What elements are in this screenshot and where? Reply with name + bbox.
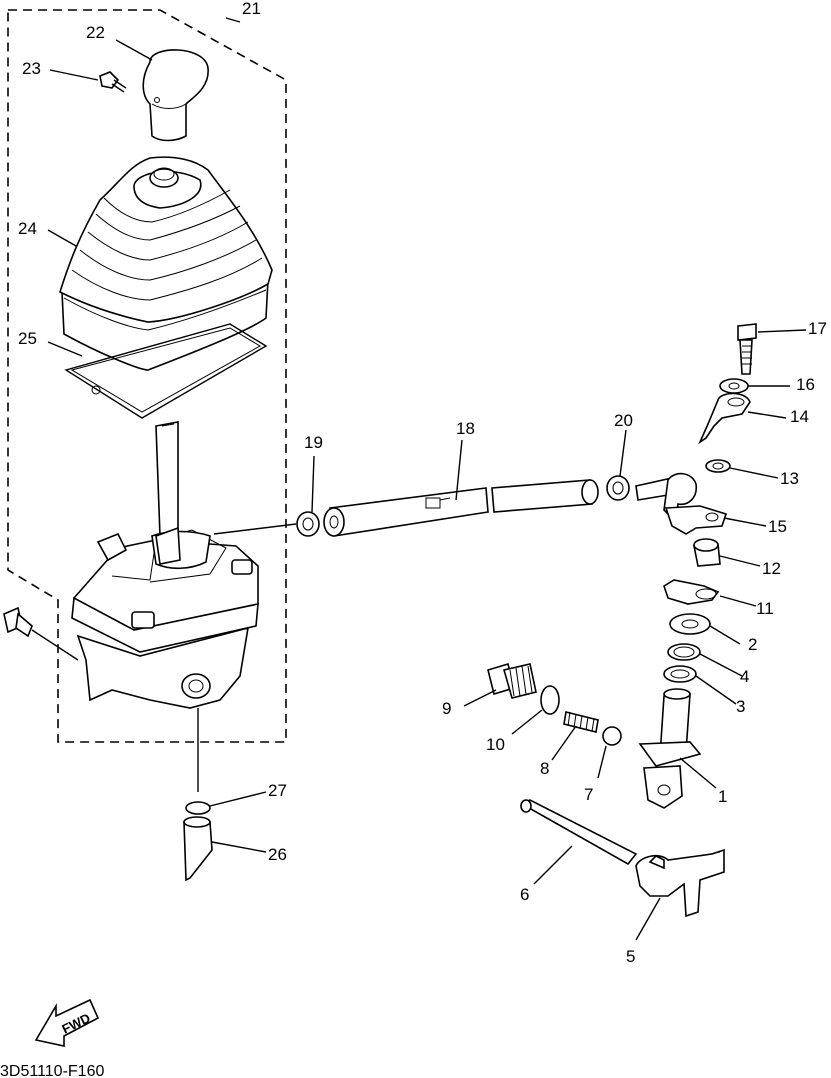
washer-part [185, 801, 211, 815]
part-label-15: 15 [768, 517, 787, 536]
shift-knob-part [142, 49, 209, 142]
collar-part-2 [606, 475, 630, 501]
part-label-25: 25 [18, 329, 37, 348]
spacer-part [669, 613, 711, 635]
bolt-part [3, 606, 79, 661]
part-label-17: 17 [808, 319, 827, 338]
shift-fork-part [635, 848, 725, 918]
collar-part [296, 511, 320, 537]
ball-part [602, 726, 622, 746]
part-label-20: 20 [614, 411, 633, 430]
part-label-19: 19 [304, 433, 323, 452]
shift-rod-part [323, 479, 599, 537]
washer-part-16 [719, 378, 749, 394]
part-label-16: 16 [796, 375, 815, 394]
part-label-18: 18 [456, 419, 475, 438]
bushing-part [693, 538, 721, 567]
part-label-22: 22 [86, 23, 105, 42]
shift-boot-part [59, 156, 273, 371]
part-label-8: 8 [540, 759, 549, 778]
gasket-part-10 [540, 685, 560, 715]
bracket-part [698, 392, 751, 445]
part-label-23: 23 [22, 59, 41, 78]
part-label-4: 4 [740, 667, 749, 686]
fwd-arrow-icon: FWD [34, 998, 100, 1047]
washer-part-3 [663, 665, 697, 683]
washer-part-13 [705, 459, 731, 473]
spring-part [563, 711, 599, 733]
assembly-boundary [7, 9, 287, 743]
part-label-9: 9 [442, 699, 451, 718]
guide-bar-part [520, 799, 638, 866]
circlip-part [667, 643, 701, 661]
part-label-6: 6 [520, 885, 529, 904]
bolt-part-17 [737, 323, 757, 375]
shift-shaft-part [638, 688, 702, 809]
part-label-26: 26 [268, 845, 287, 864]
shift-housing-part [71, 523, 297, 709]
part-label-7: 7 [584, 785, 593, 804]
leader-lines [47, 17, 807, 941]
drawing-code: 3D51110-F160 [0, 1063, 104, 1078]
pipe-part [183, 816, 213, 882]
part-label-3: 3 [736, 697, 745, 716]
part-label-12: 12 [762, 559, 781, 578]
lever-plate-part [664, 505, 728, 535]
plug-part [487, 662, 537, 699]
gasket-part [64, 323, 268, 419]
part-label-2: 2 [748, 635, 757, 654]
part-label-5: 5 [626, 947, 635, 966]
cam-part [663, 579, 720, 605]
part-label-24: 24 [18, 219, 37, 238]
screw-part [99, 71, 127, 93]
part-label-21: 21 [242, 0, 261, 18]
part-labels: 1234567891011121314151617181920212223242… [18, 0, 827, 966]
part-label-11: 11 [756, 599, 774, 618]
shift-lever-part [155, 421, 179, 537]
part-label-10: 10 [486, 735, 505, 754]
part-label-13: 13 [780, 469, 799, 488]
part-label-14: 14 [790, 407, 809, 426]
part-label-27: 27 [268, 781, 287, 800]
part-label-1: 1 [718, 787, 727, 806]
